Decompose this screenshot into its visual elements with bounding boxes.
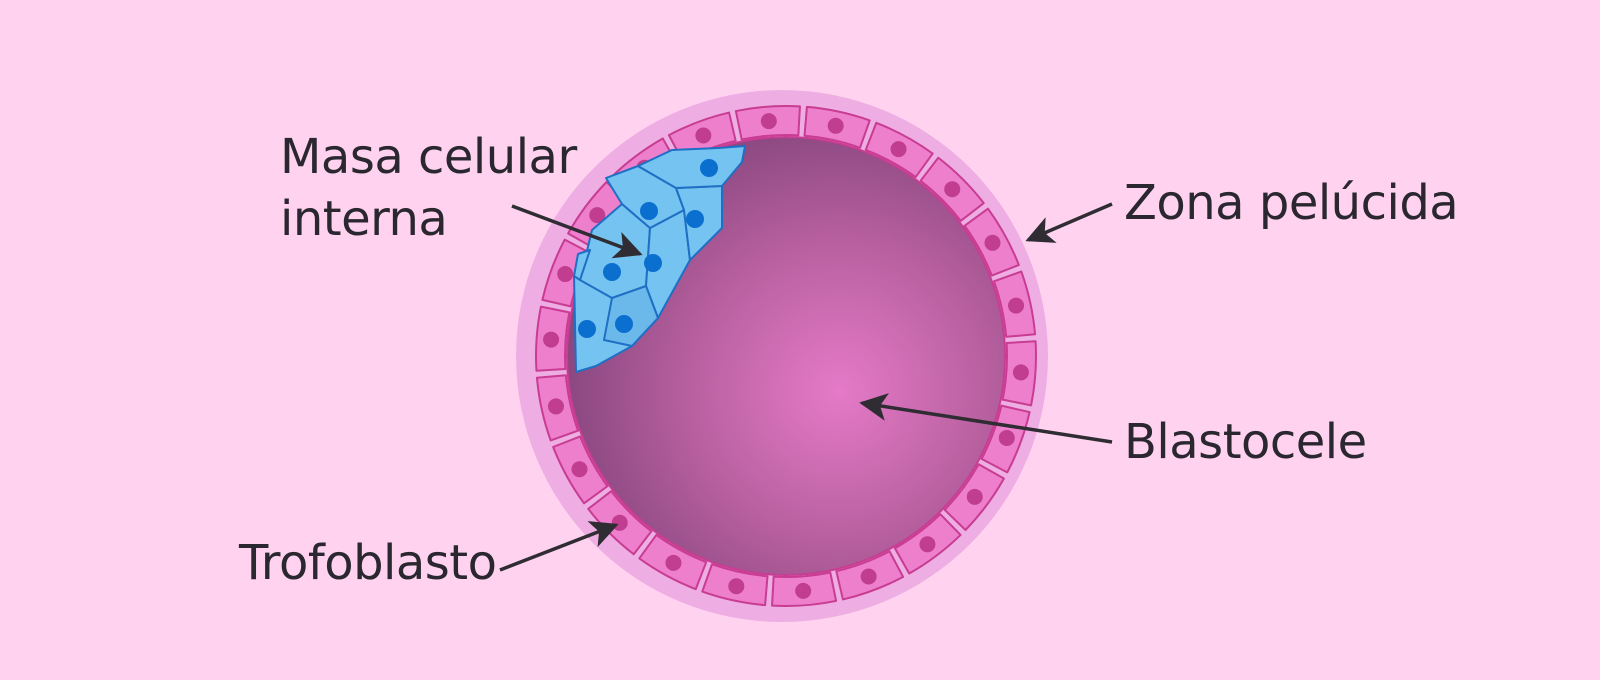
trophoblast-nucleus xyxy=(760,113,777,130)
trophoblast-nucleus xyxy=(611,514,628,531)
trophoblast-nucleus xyxy=(547,398,564,415)
arrows xyxy=(499,202,1113,572)
trophoblast-nucleus xyxy=(1012,364,1029,381)
label-inner-cell-mass-line2: interna xyxy=(280,191,448,247)
trophoblast-nucleus xyxy=(890,141,907,158)
trophoblast-nucleus xyxy=(966,488,983,505)
label-inner-cell-mass: Masa celular interna xyxy=(280,126,577,250)
inner-cell-nucleus xyxy=(578,320,596,338)
trophoblast-nucleus xyxy=(827,117,844,134)
trophoblast-nucleus xyxy=(665,554,682,571)
trophoblast-nucleus xyxy=(998,429,1015,446)
label-trophoblast: Trofoblasto xyxy=(239,535,497,591)
inner-cell xyxy=(637,145,746,189)
trophoblast-nucleus xyxy=(695,127,712,144)
trophoblast-nucleus xyxy=(557,266,574,283)
trophoblast-nucleus xyxy=(860,568,877,585)
inner-cell-mass xyxy=(573,145,746,373)
inner-cell xyxy=(573,249,591,281)
arrow-icon xyxy=(1025,202,1113,243)
trophoblast-nucleus xyxy=(984,234,1001,251)
trophoblast-nucleus xyxy=(795,582,812,599)
trophoblast-nucleus xyxy=(543,331,560,348)
inner-cell-nucleus xyxy=(700,159,718,177)
label-blastocoel: Blastocele xyxy=(1124,414,1367,470)
inner-cell-nucleus xyxy=(615,315,633,333)
trophoblast-nucleus xyxy=(944,181,961,198)
inner-cell xyxy=(603,285,659,347)
arrow-icon xyxy=(499,521,619,572)
arrow-icon xyxy=(859,393,1113,444)
inner-cell-nucleus xyxy=(686,210,704,228)
trophoblast-nucleus xyxy=(919,536,936,553)
label-inner-cell-mass-line1: Masa celular xyxy=(280,129,577,185)
trophoblast-nucleus xyxy=(571,461,588,478)
inner-cell-nucleus xyxy=(644,254,662,272)
inner-cell-nucleus xyxy=(640,202,658,220)
label-zona-pellucida: Zona pelúcida xyxy=(1124,175,1459,231)
trophoblast-nucleus xyxy=(589,207,606,224)
trophoblast-nucleus xyxy=(1008,297,1025,314)
inner-cell-nucleus xyxy=(603,263,621,281)
trophoblast-nucleus xyxy=(728,578,745,595)
arrow-icon xyxy=(511,204,643,259)
